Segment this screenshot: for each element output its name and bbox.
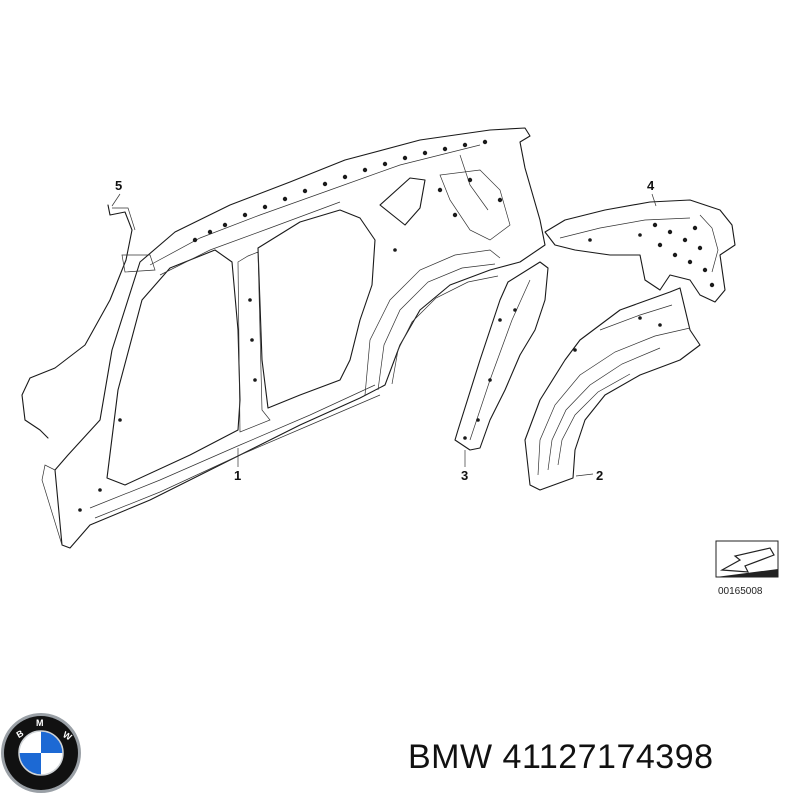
svg-text:5: 5 xyxy=(115,178,122,193)
callout-5: 5 xyxy=(111,178,122,207)
part-4-holes xyxy=(588,222,715,288)
svg-text:3: 3 xyxy=(461,468,468,483)
part-1-holes xyxy=(78,139,503,512)
callout-3: 3 xyxy=(461,450,468,483)
reference-stamp: 00165008 xyxy=(715,540,779,597)
svg-text:M: M xyxy=(36,718,44,728)
part-number-caption: BMW 41127174398 xyxy=(408,738,714,776)
part-1-side-frame xyxy=(41,127,546,549)
svg-text:B: B xyxy=(15,728,26,740)
bmw-roundel-icon: B M W xyxy=(1,713,81,793)
part-2-wheelhouse xyxy=(524,287,701,491)
reference-code: 00165008 xyxy=(718,586,763,597)
part-4-rear-panel xyxy=(544,199,736,303)
part-3-pillar xyxy=(454,261,549,451)
callout-4: 4 xyxy=(647,178,657,207)
part-5-hose xyxy=(21,204,156,439)
svg-text:4: 4 xyxy=(647,178,655,193)
svg-text:2: 2 xyxy=(596,468,603,483)
callout-1: 1 xyxy=(234,448,241,483)
callout-2: 2 xyxy=(575,468,603,483)
svg-text:1: 1 xyxy=(234,468,241,483)
